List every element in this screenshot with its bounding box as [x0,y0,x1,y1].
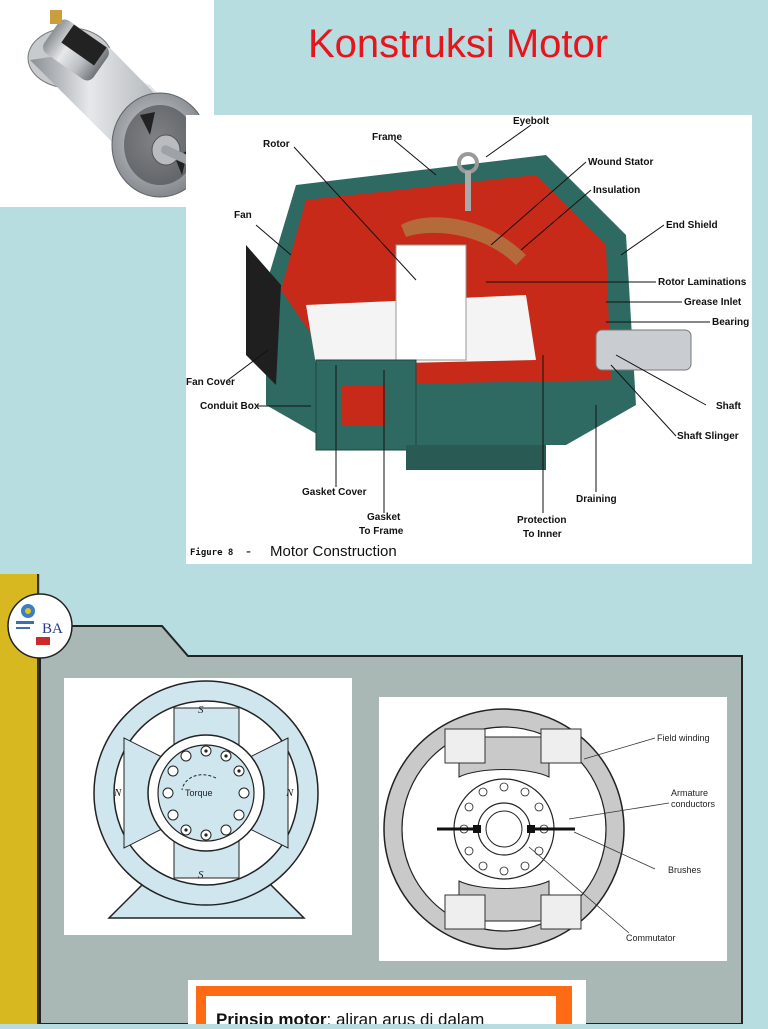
torque-label: Torque [185,788,213,798]
two-pole-motor-diagram: S S N N Torque [64,678,352,935]
logo-text: BA [42,621,63,637]
shaft-shape [595,329,692,371]
dc-motor-cross-section-diagram: Field winding Armature conductors Brushe… [379,697,727,961]
stator-rotor-illustration: S S N N Torque [93,680,319,919]
label-insulation: Insulation [593,185,640,196]
field-winding-top-right [540,728,582,764]
label-fan: Fan [234,210,252,221]
label-armature-line2: conductors [671,799,716,809]
slide-title: Konstruksi Motor [308,22,609,66]
label-brushes: Brushes [668,865,702,875]
cross-section-illustration: Field winding Armature conductors Brushe… [383,708,716,950]
label-shaft-slinger: Shaft Slinger [677,431,739,442]
field-winding-top-left [444,728,486,764]
fan-shape [246,245,281,385]
dc-motor-illustration [27,10,209,198]
principle-callout: Prinsip motor: aliran arus di dalam [188,980,586,1024]
brush-left [473,825,481,833]
label-conduit-box: Conduit Box [200,401,260,412]
pole-right-label: N [285,787,294,799]
stator-winding-shape [401,217,526,265]
pole-left-label: N [113,787,122,799]
label-armature-line1: Armature [671,788,708,798]
rotor-laminations-shape [395,244,467,361]
title-area: Konstruksi Motor [230,0,768,110]
label-bearing: Bearing [712,317,749,328]
principle-rest: : aliran arus di dalam [326,1010,485,1024]
label-gasket-cover: Gasket Cover [302,487,367,498]
principle-bold: Prinsip motor [216,1010,327,1024]
label-draining: Draining [576,494,617,505]
pole-bottom-label: S [198,869,204,881]
label-frame: Frame [372,132,402,143]
label-end-shield: End Shield [666,220,718,231]
principle-text: Prinsip motor: aliran arus di dalam [206,996,556,1024]
label-protection-line1: Protection [517,515,566,526]
label-grease-inlet: Grease Inlet [684,297,742,308]
label-field-winding: Field winding [657,733,710,743]
label-wound-stator: Wound Stator [588,157,653,168]
label-shaft: Shaft [716,401,742,412]
figure-caption-prefix: Figure 8 [190,547,233,558]
label-fan-cover: Fan Cover [186,377,235,388]
motor-cutaway-illustration: Eyebolt Frame Rotor Wound Stator Insulat… [186,116,749,560]
label-eyebolt: Eyebolt [513,116,550,127]
figure-caption-dash: - [246,543,251,560]
motor-construction-figure: Eyebolt Frame Rotor Wound Stator Insulat… [186,115,752,564]
label-protection-line2: To Inner [523,529,562,540]
dc-motor-photo [0,0,214,207]
figure-caption-title: Motor Construction [270,543,397,560]
logo: BA [6,593,74,659]
label-commutator: Commutator [626,933,676,943]
nameplate-shape [341,385,386,425]
label-rotor-laminations: Rotor Laminations [658,277,747,288]
rotor [157,744,255,842]
principle-callout-border: Prinsip motor: aliran arus di dalam [196,986,572,1024]
field-winding-bottom-right [540,894,582,930]
label-gasket-line1: Gasket [367,512,401,523]
logo-badge: BA [7,593,73,659]
label-gasket-line2: To Frame [359,526,404,537]
brush-right [527,825,535,833]
label-rotor: Rotor [263,139,290,150]
pole-top-label: S [198,704,204,716]
field-winding-bottom-left [444,894,486,930]
